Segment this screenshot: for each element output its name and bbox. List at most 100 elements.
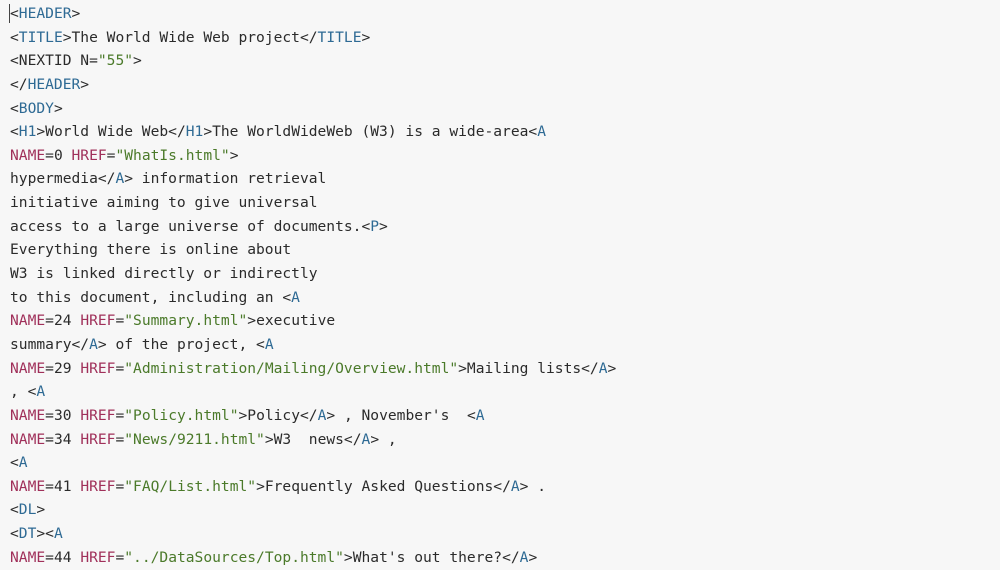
code-line: access to a large universe of documents.… [10, 215, 616, 239]
attribute-value: "WhatIs.html" [115, 146, 230, 164]
attribute-name: HREF [80, 359, 116, 377]
code-line: <HEADER> [10, 2, 616, 26]
code-text: = [106, 146, 116, 164]
code-line: to this document, including an <A [10, 286, 616, 310]
attribute-name: HREF [80, 477, 116, 495]
code-line: <DL> [10, 498, 616, 522]
code-text: = [115, 477, 125, 495]
tag-name: BODY [18, 99, 54, 117]
code-text: =41 [45, 477, 81, 495]
code-text: =0 [45, 146, 72, 164]
code-text: >The World Wide Web project</ [62, 28, 318, 46]
attribute-value: "FAQ/List.html" [124, 477, 257, 495]
code-text: < [10, 501, 19, 519]
code-content[interactable]: <HEADER><TITLE>The World Wide Web projec… [10, 2, 616, 569]
tag-name: A [53, 525, 63, 543]
code-text: > . [519, 477, 547, 495]
attribute-name: NAME [10, 406, 46, 424]
code-text: to this document, including an < [10, 288, 292, 306]
code-text: = [115, 406, 125, 424]
code-text: W3 is linked directly or indirectly [10, 265, 318, 283]
code-line: NAME=24 HREF="Summary.html">executive [10, 309, 616, 333]
code-text: = [115, 548, 125, 566]
code-text: >The WorldWideWeb (W3) is a wide-area< [203, 123, 538, 141]
tag-name: HEADER [18, 5, 72, 22]
code-text: > of the project, < [97, 335, 265, 353]
attribute-name: NAME [10, 477, 46, 495]
code-text: > information retrieval [124, 170, 327, 188]
code-text: </ [10, 75, 28, 93]
code-text: Everything there is online about [10, 241, 292, 259]
code-text: > [80, 75, 90, 93]
attribute-name: NAME [10, 146, 46, 164]
tag-name: A [115, 170, 125, 188]
attribute-value: "Summary.html" [124, 312, 248, 330]
code-text: < [10, 5, 19, 22]
code-line: initiative aiming to give universal [10, 191, 616, 215]
attribute-name: HREF [80, 406, 116, 424]
tag-name: A [361, 430, 371, 448]
tag-name: A [18, 454, 28, 472]
attribute-name: HREF [71, 146, 107, 164]
attribute-name: NAME [10, 548, 46, 566]
code-text: > [361, 28, 371, 46]
attribute-name: HREF [80, 430, 116, 448]
attribute-name: NAME [10, 430, 46, 448]
code-text: =29 [45, 359, 81, 377]
code-line: W3 is linked directly or indirectly [10, 262, 616, 286]
code-text: summary</ [10, 335, 90, 353]
code-text: >World Wide Web</ [36, 123, 186, 141]
code-line: NAME=29 HREF="Administration/Mailing/Ove… [10, 357, 616, 381]
tag-name: A [317, 406, 327, 424]
code-text: > [133, 52, 142, 70]
code-text: =24 [45, 312, 81, 330]
tag-name: H1 [185, 123, 204, 141]
code-text: , < [10, 383, 37, 401]
attribute-name: NAME [10, 312, 46, 330]
code-line: hypermedia</A> information retrieval [10, 167, 616, 191]
attribute-value: "Administration/Mailing/Overview.html" [124, 359, 459, 377]
code-text: initiative aiming to give universal [10, 194, 318, 212]
code-line: NAME=41 HREF="FAQ/List.html">Frequently … [10, 475, 616, 499]
code-text: = [115, 312, 125, 330]
tag-name: A [36, 383, 46, 401]
code-text: <NEXTID N= [10, 52, 98, 70]
code-text: >Frequently Asked Questions</ [256, 477, 511, 495]
attribute-value: "Policy.html" [124, 406, 239, 424]
code-text: > [607, 359, 617, 377]
code-line: Everything there is online about [10, 238, 616, 262]
code-text: hypermedia</ [10, 170, 116, 188]
tag-name: DL [18, 501, 37, 519]
code-line: summary</A> of the project, <A [10, 333, 616, 357]
attribute-value: "News/9211.html" [124, 430, 265, 448]
code-line: <NEXTID N="55"> [10, 49, 616, 73]
tag-name: DT [18, 525, 37, 543]
code-text: > [53, 99, 63, 117]
code-text: access to a large universe of documents.… [10, 217, 371, 235]
code-text: =34 [45, 430, 81, 448]
code-text: >Mailing lists</ [458, 359, 599, 377]
code-text: = [115, 430, 125, 448]
attribute-name: HREF [80, 548, 116, 566]
code-text: > [379, 217, 388, 235]
code-text: > [71, 5, 81, 22]
attribute-value: "55" [97, 52, 134, 70]
attribute-name: NAME [10, 359, 46, 377]
code-line: NAME=30 HREF="Policy.html">Policy</A> , … [10, 404, 616, 428]
tag-name: A [598, 359, 608, 377]
attribute-value: "../DataSources/Top.html" [124, 548, 344, 566]
code-line: </HEADER> [10, 73, 616, 97]
text-cursor [9, 4, 10, 23]
code-text: < [10, 454, 19, 472]
tag-name: P [370, 217, 380, 235]
code-text: > [36, 501, 46, 519]
code-line: NAME=34 HREF="News/9211.html">W3 news</A… [10, 428, 616, 452]
code-line: NAME=0 HREF="WhatIs.html"> [10, 144, 616, 168]
tag-name: A [475, 406, 485, 424]
code-text: < [10, 28, 19, 46]
attribute-name: HREF [80, 312, 116, 330]
tag-name: A [89, 335, 98, 353]
code-text: =44 [45, 548, 81, 566]
tag-name: A [291, 288, 300, 306]
